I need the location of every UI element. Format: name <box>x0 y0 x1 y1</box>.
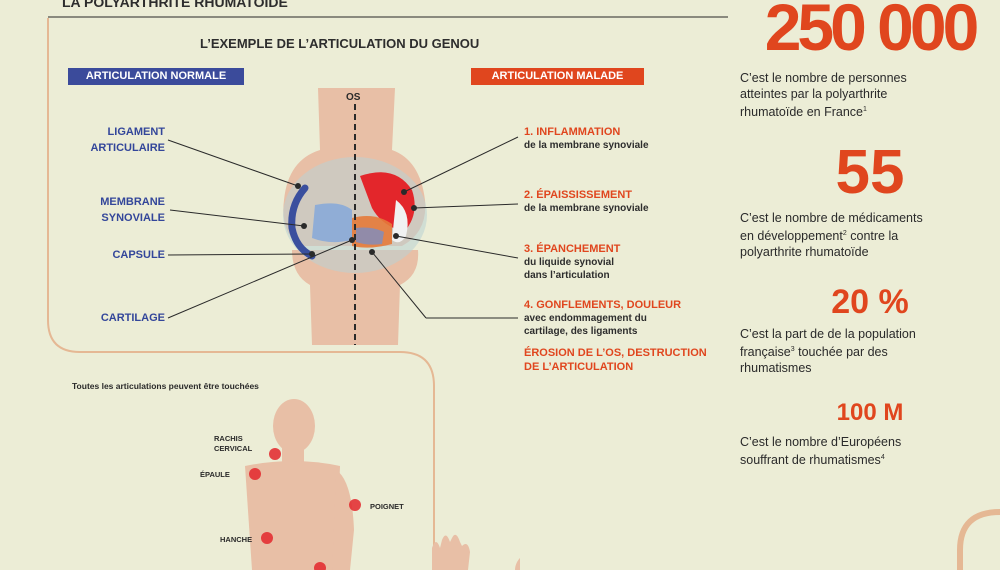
stat-4-desc: C’est le nombre d’Européens souffrant de… <box>740 434 970 468</box>
ligament-label-line2: ARTICULAIRE <box>90 142 165 154</box>
normal-joint-badge: ARTICULATION NORMALE <box>68 68 244 85</box>
stat-1-desc-line2: atteintes par la polyarthrite <box>740 87 888 101</box>
knee-illustration <box>167 88 519 345</box>
stat-2-value: 55 <box>835 138 905 207</box>
body-illustration <box>245 399 520 570</box>
diseased-joint-badge: ARTICULATION MALADE <box>471 68 644 85</box>
ligament-label-line1: LIGAMENT <box>107 126 165 138</box>
bone-label: OS <box>346 92 361 103</box>
stat-2-desc-line2-a: en développement <box>740 229 843 244</box>
step-3-text-1: du liquide synovial <box>524 257 615 268</box>
hanche-label: HANCHE <box>220 535 253 544</box>
stat-1-desc: C’est le nombre de personnes atteintes p… <box>740 70 970 120</box>
epaule-label: ÉPAULE <box>200 470 230 479</box>
capsule-label: CAPSULE <box>112 249 165 261</box>
stat-3-desc-line2: française3 touchée par des <box>740 342 970 360</box>
step-4-text-1: avec endommagement du <box>524 313 647 324</box>
stat-1-value: 250 000 <box>764 0 980 64</box>
step-2-text: de la membrane synoviale <box>524 203 649 214</box>
stat-1-desc-line3-text: rhumatoïde en France <box>740 105 863 120</box>
stat-1-desc-line3: rhumatoïde en France1 <box>740 102 970 120</box>
step-3: 3. ÉPANCHEMENT du liquide synovial dans … <box>524 242 620 282</box>
step-4-text-2: cartilage, des ligaments <box>524 326 638 337</box>
stat-4-desc-line2-text: souffrant de rhumatismes <box>740 453 881 468</box>
rachis-label-line2: CERVICAL <box>214 444 253 453</box>
step-3-text-2: dans l’articulation <box>524 270 610 281</box>
stat-4-desc-line1: C’est le nombre d’Européens <box>740 435 902 449</box>
rachis-label-line1: RACHIS <box>214 434 243 443</box>
stat-3-desc-line1: C’est la part de de la population <box>740 327 916 341</box>
stat-2-desc: C’est le nombre de médicaments en dévelo… <box>740 210 970 260</box>
step-2-title: 2. ÉPAISSISSEMENT <box>524 189 632 201</box>
stat-2-desc-line2-b: contre la <box>846 229 899 244</box>
ligament-label: LIGAMENT ARTICULAIRE <box>55 124 165 156</box>
stat-2-desc-line3: polyarthrite rhumatoïde <box>740 245 869 260</box>
step-1-title: 1. INFLAMMATION <box>524 126 621 138</box>
title-rule <box>48 16 728 18</box>
membrane-label-line2: SYNOVIALE <box>101 212 165 224</box>
step-5: ÉROSION DE L’OS, DESTRUCTION DE L’ARTICU… <box>524 346 707 374</box>
stat-3-desc-line3: rhumatismes <box>740 361 812 376</box>
knee-section-title: L’EXEMPLE DE L’ARTICULATION DU GENOU <box>200 36 480 51</box>
poignet-label: POIGNET <box>370 502 404 511</box>
infographic-title: LA POLYARTHRITE RHUMATOÏDE <box>62 0 288 10</box>
stat-2-desc-line1: C’est le nombre de médicaments <box>740 211 923 225</box>
stat-4-value: 100 M <box>836 399 904 426</box>
stat-2-footnote: 2 <box>842 230 847 237</box>
cartilage-label: CARTILAGE <box>100 312 165 324</box>
stat-1-footnote: 1 <box>863 106 867 113</box>
stat-4-desc-line2: souffrant de rhumatismes4 <box>740 450 970 468</box>
stat-3-value: 20 % <box>831 283 909 321</box>
stat-1-desc-line1: C’est le nombre de personnes <box>740 71 907 85</box>
stat-3-desc-line2-a: française <box>740 345 791 360</box>
step-4-title: 4. GONFLEMENTS, DOULEUR <box>524 299 682 311</box>
membrane-label-line1: MEMBRANE <box>100 196 165 208</box>
step-1: 1. INFLAMMATION de la membrane synoviale <box>524 125 649 152</box>
stat-3-desc-line2-b: touchée par des <box>794 345 888 360</box>
stat-3-footnote: 3 <box>790 346 795 353</box>
membrane-label: MEMBRANE SYNOVIALE <box>55 194 165 226</box>
stat-2-desc-line2: en développement2 contre la <box>740 226 970 244</box>
step-3-title: 3. ÉPANCHEMENT <box>524 243 621 255</box>
step-2: 2. ÉPAISSISSEMENT de la membrane synovia… <box>524 188 649 215</box>
step-1-text: de la membrane synoviale <box>524 140 649 151</box>
rachis-label: RACHIS CERVICAL <box>214 434 252 454</box>
stat-3-desc: C’est la part de de la population frança… <box>740 326 970 376</box>
stat-4-footnote: 4 <box>880 454 885 461</box>
body-caption: Toutes les articulations peuvent être to… <box>72 381 259 391</box>
step-4: 4. GONFLEMENTS, DOULEUR avec endommageme… <box>524 298 681 338</box>
step-5-title-1: ÉROSION DE L’OS, DESTRUCTION <box>524 347 707 359</box>
step-5-title-2: DE L’ARTICULATION <box>524 361 634 373</box>
